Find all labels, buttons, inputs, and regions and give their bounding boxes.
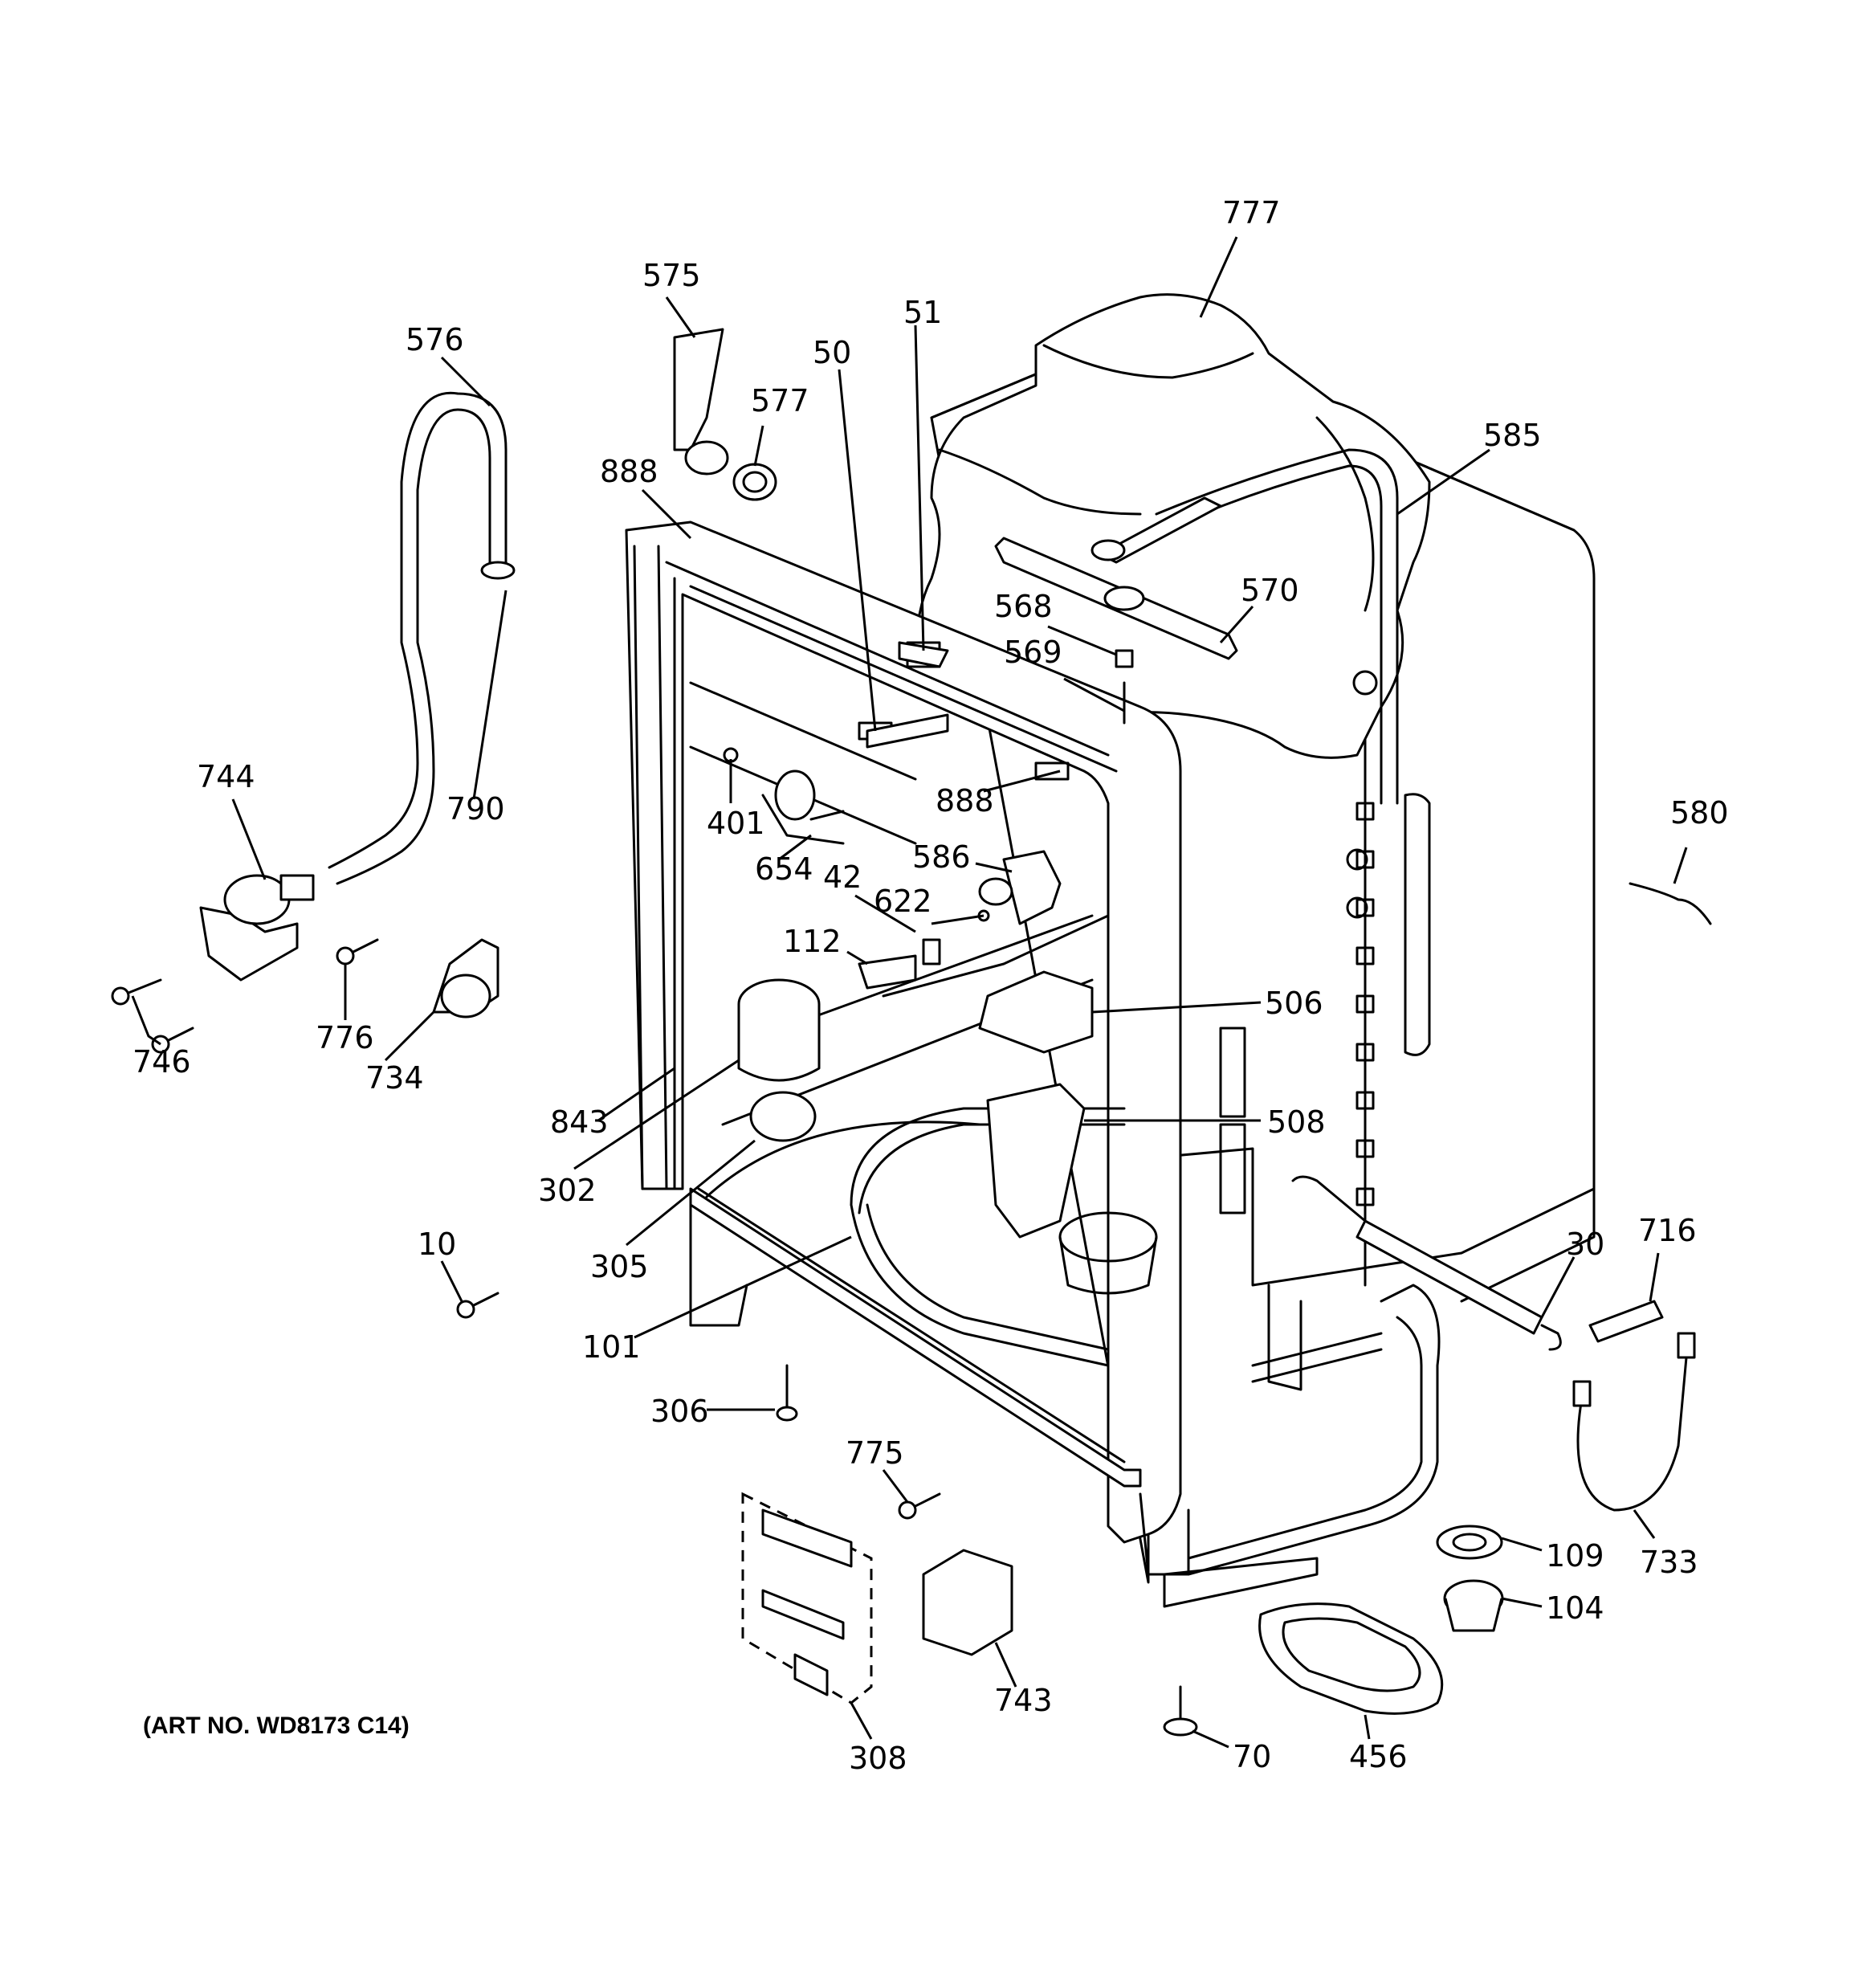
callout-306: 306 — [650, 1394, 709, 1429]
callout-580: 580 — [1670, 795, 1729, 831]
callout-654: 654 — [755, 851, 813, 887]
callout-42: 42 — [823, 859, 862, 895]
callout-843: 843 — [550, 1104, 609, 1140]
part-576-hose — [328, 391, 516, 885]
callout-101: 101 — [582, 1329, 641, 1365]
callout-112: 112 — [783, 924, 842, 959]
callout-104: 104 — [1546, 1590, 1604, 1626]
callout-401: 401 — [707, 806, 765, 841]
part-10-screw — [456, 1292, 499, 1319]
callout-733: 733 — [1640, 1545, 1698, 1580]
part-776-screw — [336, 938, 379, 965]
callout-577: 577 — [751, 383, 809, 418]
part-733 — [1572, 1332, 1696, 1512]
callout-775: 775 — [846, 1435, 904, 1471]
part-109 — [1436, 1525, 1503, 1560]
callout-777: 777 — [1222, 195, 1281, 231]
callout-456: 456 — [1349, 1739, 1408, 1774]
callout-50: 50 — [813, 335, 851, 370]
callout-568: 568 — [994, 589, 1053, 624]
callout-51: 51 — [903, 295, 942, 330]
part-746-screws — [111, 978, 194, 1054]
part-580 — [1629, 882, 1712, 925]
callout-109: 109 — [1546, 1538, 1604, 1574]
callout-569: 569 — [1004, 635, 1062, 670]
part-506 — [978, 970, 1094, 1054]
callout-585: 585 — [1483, 418, 1542, 453]
callout-575: 575 — [642, 258, 701, 293]
part-306 — [776, 1364, 798, 1422]
base-frame — [1163, 1284, 1441, 1608]
part-586 — [978, 850, 1062, 925]
part-308-assembly — [741, 1492, 873, 1704]
part-716 — [1588, 1300, 1664, 1343]
part-70 — [1163, 1685, 1198, 1737]
part-577 — [732, 463, 777, 501]
callout-508: 508 — [1267, 1104, 1326, 1140]
callout-302: 302 — [538, 1173, 597, 1208]
spray-arm — [994, 496, 1238, 660]
callout-308: 308 — [849, 1741, 907, 1776]
callout-10: 10 — [418, 1227, 456, 1262]
part-302 — [737, 978, 821, 1082]
part-654 — [761, 769, 845, 845]
callout-586: 586 — [912, 839, 971, 875]
part-568 — [1115, 649, 1134, 668]
callout-716: 716 — [1638, 1213, 1697, 1248]
callout-30: 30 — [1566, 1227, 1604, 1262]
part-508 — [986, 1083, 1086, 1239]
callout-570: 570 — [1241, 573, 1299, 608]
part-456-tray — [1258, 1602, 1444, 1715]
leader-lines — [131, 236, 1688, 1749]
part-112 — [858, 954, 917, 990]
callout-744: 744 — [197, 759, 255, 794]
callout-622: 622 — [874, 884, 932, 919]
callout-743: 743 — [994, 1683, 1053, 1718]
part-575 — [673, 328, 729, 476]
callout-734: 734 — [365, 1060, 424, 1096]
callout-776: 776 — [316, 1020, 374, 1055]
callout-790: 790 — [446, 791, 505, 827]
callout-506: 506 — [1265, 986, 1323, 1021]
part-104 — [1443, 1579, 1504, 1632]
part-305 — [749, 1091, 817, 1142]
part-744-valve — [199, 874, 315, 982]
callout-70: 70 — [1233, 1739, 1271, 1774]
part-30-spring — [1291, 1175, 1562, 1351]
side-rack-stops — [1346, 802, 1375, 1206]
part-42 — [922, 938, 941, 965]
callout-labels: 777 575 51 50 576 577 888 585 568 570 56… — [132, 195, 1729, 1776]
art-number: (ART NO. WD8173 C14) — [143, 1712, 410, 1739]
part-734 — [432, 938, 499, 1018]
callout-305: 305 — [590, 1249, 649, 1284]
callout-888-top: 888 — [600, 454, 658, 489]
part-50 — [866, 713, 949, 749]
callout-746: 746 — [132, 1044, 191, 1080]
callout-888-mid: 888 — [936, 783, 994, 818]
part-743 — [922, 1549, 1013, 1656]
callout-576: 576 — [406, 322, 464, 357]
part-51 — [898, 641, 949, 668]
